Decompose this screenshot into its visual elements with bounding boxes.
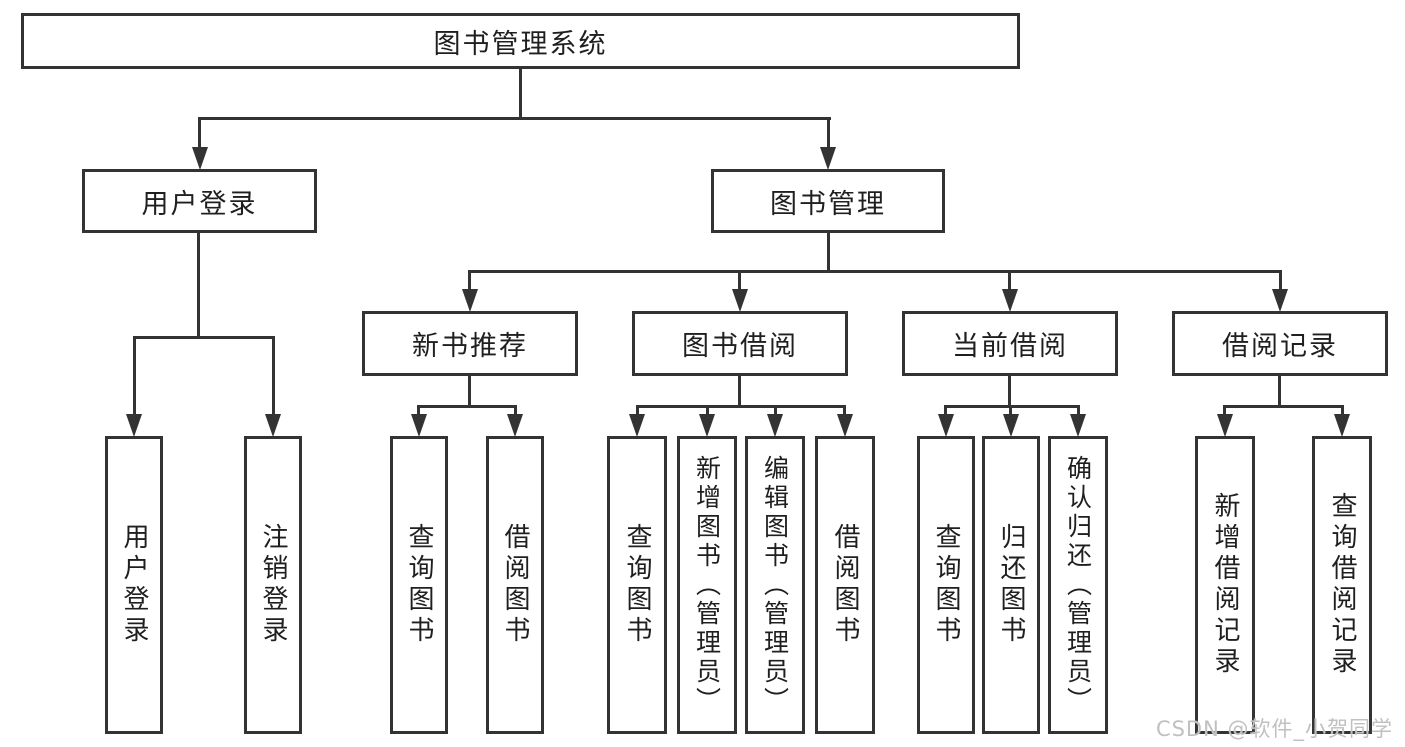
connector-stem-user-login [198,117,201,150]
leaf-borrow-query-books-label: 查询图书 [622,523,652,647]
leaf-newbook-query-books: 查询图书 [390,436,448,734]
connector-level3-rail [468,270,1282,273]
node-book-borrow: 图书借阅 [632,311,848,376]
connector-level2-rail [198,117,831,120]
leaf-confirm-return-admin-label: 确认归还（管理员） [1063,454,1093,716]
arrow-to-cb-confirm [1070,414,1086,437]
arrow-to-current-borrow [1002,289,1018,312]
node-current-borrow: 当前借阅 [902,311,1118,376]
leaf-newbook-borrow-books-label: 借阅图书 [500,523,530,647]
connector-book-management-trunk [827,230,830,273]
connector-book-borrow-rail [636,405,846,408]
connector-user-leaves-rail [133,336,275,339]
leaf-logout-label: 注销登录 [258,523,288,647]
connector-stem-leaf-user-login [133,336,136,417]
node-book-management-label: 图书管理 [770,188,886,220]
node-current-borrow-label: 当前借阅 [952,331,1068,362]
node-user-login-label: 用户登录 [141,188,258,220]
connector-stem-book-management [827,117,830,150]
connector-stem-bb-edit [774,405,777,417]
connector-stem-new-book [468,270,471,292]
node-borrow-record-label: 借阅记录 [1222,331,1338,362]
leaf-user-login-label: 用户登录 [119,523,149,647]
connector-root-trunk [519,66,522,119]
connector-book-borrow-trunk [738,374,741,408]
connector-new-book-trunk [468,374,471,408]
arrow-to-user-login [192,147,208,170]
leaf-return-books-label: 归还图书 [996,523,1026,647]
arrow-to-br-query [1334,414,1350,437]
connector-stem-br-add [1223,405,1226,417]
leaf-return-books: 归还图书 [982,436,1040,734]
arrow-to-cb-return [1003,414,1019,437]
connector-stem-current-borrow [1008,270,1011,292]
arrow-to-bb-query [629,414,645,437]
connector-stem-cb-query [944,405,947,417]
connector-stem-book-borrow [738,270,741,292]
connector-current-borrow-rail [944,405,1080,408]
node-new-book-recommend-label: 新书推荐 [412,331,528,362]
connector-stem-bb-add [706,405,709,417]
arrow-to-nb-borrow [507,414,523,437]
connector-stem-cb-return [1009,405,1012,417]
connector-stem-leaf-logout [272,336,275,417]
arrow-to-book-management [820,147,836,170]
csdn-watermark: CSDN @软件_小贺同学 [1155,717,1393,741]
arrow-to-cb-query [938,414,954,437]
leaf-add-books-admin-label: 新增图书（管理员） [692,454,722,716]
node-new-book-recommend: 新书推荐 [362,311,578,376]
connector-stem-cb-confirm [1077,405,1080,417]
arrow-to-borrow-record [1272,289,1288,312]
leaf-edit-books-admin-label: 编辑图书（管理员） [760,454,790,716]
leaf-confirm-return-admin: 确认归还（管理员） [1048,436,1108,734]
connector-user-login-trunk [197,230,200,339]
connector-current-borrow-trunk [1008,374,1011,408]
leaf-newbook-borrow-books: 借阅图书 [486,436,544,734]
node-root-label: 图书管理系统 [433,28,608,60]
arrow-to-bb-edit [767,414,783,437]
connector-borrow-record-trunk [1278,374,1281,408]
leaf-borrow-borrow-books-label: 借阅图书 [830,523,860,647]
arrow-to-bb-add [699,414,715,437]
leaf-current-query-books: 查询图书 [917,436,975,734]
leaf-query-borrow-record: 查询借阅记录 [1312,436,1372,734]
connector-stem-bb-query [636,405,639,417]
leaf-edit-books-admin: 编辑图书（管理员） [745,436,805,734]
arrow-to-leaf-logout [265,414,281,437]
arrow-to-br-add [1217,414,1233,437]
connector-stem-nb-borrow [514,405,517,417]
leaf-user-login: 用户登录 [105,436,163,734]
arrow-to-nb-query [411,414,427,437]
connector-new-book-rail [417,405,517,408]
leaf-logout: 注销登录 [244,436,302,734]
arrow-to-book-borrow [732,289,748,312]
arrow-to-bb-borrow [837,414,853,437]
leaf-borrow-query-books: 查询图书 [607,436,667,734]
arrow-to-leaf-user-login [126,414,142,437]
node-borrow-record: 借阅记录 [1172,311,1388,376]
connector-borrow-record-rail [1223,405,1344,408]
leaf-current-query-books-label: 查询图书 [931,523,961,647]
node-book-management: 图书管理 [711,169,945,233]
leaf-add-borrow-record: 新增借阅记录 [1195,436,1255,734]
leaf-query-borrow-record-label: 查询借阅记录 [1327,492,1357,678]
leaf-newbook-query-books-label: 查询图书 [404,523,434,647]
leaf-borrow-borrow-books: 借阅图书 [815,436,875,734]
connector-stem-bb-borrow [843,405,846,417]
leaf-add-borrow-record-label: 新增借阅记录 [1210,492,1240,678]
node-root: 图书管理系统 [21,13,1020,69]
connector-stem-borrow-record [1279,270,1282,292]
node-user-login: 用户登录 [82,169,317,233]
connector-stem-nb-query [417,405,420,417]
connector-stem-br-query [1341,405,1344,417]
node-book-borrow-label: 图书借阅 [682,331,798,362]
leaf-add-books-admin: 新增图书（管理员） [677,436,737,734]
arrow-to-new-book [462,289,478,312]
